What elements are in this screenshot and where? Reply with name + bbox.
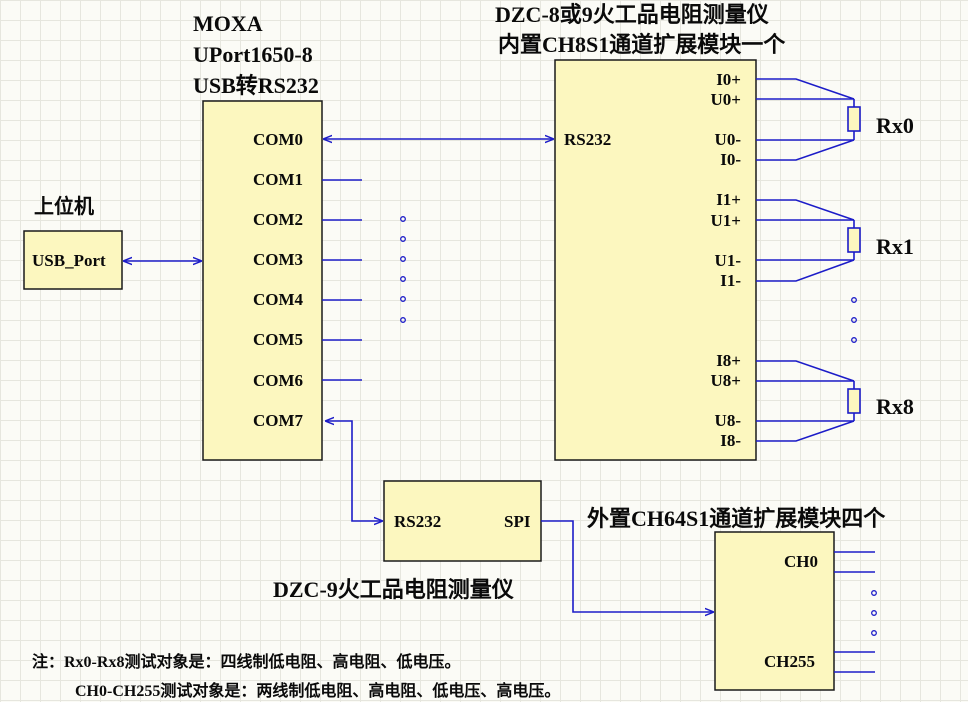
moxa-title-line3: USB转RS232	[193, 73, 319, 98]
rx-ellipsis-dots	[851, 297, 857, 343]
pin-i0-minus: I0-	[720, 150, 741, 169]
pin-u1-plus: U1+	[711, 211, 741, 230]
rx1-label: Rx1	[876, 234, 914, 259]
pin-i0-plus: I0+	[716, 70, 741, 89]
moxa-port-com2: COM2	[253, 210, 303, 229]
dzc-meter-box	[554, 59, 757, 461]
pin-u0-plus: U0+	[711, 90, 741, 109]
moxa-box	[202, 100, 323, 461]
moxa-title-line1: MOXA	[193, 11, 263, 36]
dzc9-title: DZC-9火工品电阻测量仪	[273, 577, 515, 602]
ext-channel-stubs	[834, 551, 875, 673]
pin-u8-plus: U8+	[711, 371, 741, 390]
rx0-wiring	[756, 78, 861, 161]
host-usb-port-label: USB_Port	[32, 251, 106, 270]
moxa-port-com0: COM0	[253, 130, 303, 149]
pin-u0-minus: U0-	[715, 130, 742, 149]
pin-i1-minus: I1-	[720, 271, 741, 290]
com7-dzc9-wire	[326, 421, 382, 521]
pin-i8-plus: I8+	[716, 351, 741, 370]
rx1-resistor	[847, 227, 861, 253]
ext-ch255-label: CH255	[764, 652, 815, 671]
dzc-meter-title-line2: 内置CH8S1通道扩展模块一个	[498, 32, 786, 57]
rx0-label: Rx0	[876, 113, 914, 138]
ext-ellipsis-dots	[871, 590, 877, 636]
rx8-label: Rx8	[876, 394, 914, 419]
moxa-port-com5: COM5	[253, 330, 303, 349]
moxa-port-stubs	[322, 179, 362, 381]
moxa-port-com6: COM6	[253, 371, 303, 390]
note-line2: CH0-CH255测试对象是：两线制低电阻、高电阻、低电压、高电压。	[75, 681, 560, 700]
pin-i1-plus: I1+	[716, 190, 741, 209]
moxa-port-com7: COM7	[253, 411, 304, 430]
pin-u1-minus: U1-	[715, 251, 742, 270]
ext-ch0-label: CH0	[784, 552, 818, 571]
rx8-wiring	[756, 360, 861, 442]
spi-ext-wire	[541, 520, 713, 612]
dzc-meter-rs232-label: RS232	[564, 130, 611, 149]
moxa-port-com3: COM3	[253, 250, 303, 269]
moxa-port-com1: COM1	[253, 170, 303, 189]
rx0-resistor	[847, 106, 861, 132]
note-line1: 注：Rx0-Rx8测试对象是：四线制低电阻、高电阻、低电压。	[32, 652, 460, 671]
rx1-wiring	[756, 199, 861, 282]
moxa-port-com4: COM4	[253, 290, 304, 309]
ext-module-title: 外置CH64S1通道扩展模块四个	[587, 506, 886, 531]
dzc9-rs232-label: RS232	[394, 512, 441, 531]
host-box	[23, 230, 123, 290]
host-title: 上位机	[34, 194, 94, 218]
pin-i8-minus: I8-	[720, 431, 741, 450]
ext-module-box	[714, 531, 835, 691]
moxa-ellipsis-dots	[400, 216, 406, 323]
dzc9-spi-label: SPI	[504, 512, 531, 531]
pin-u8-minus: U8-	[715, 411, 742, 430]
dzc-meter-title-line1: DZC-8或9火工品电阻测量仪	[495, 2, 770, 27]
moxa-title-line2: UPort1650-8	[193, 42, 313, 67]
rx8-resistor	[847, 388, 861, 414]
